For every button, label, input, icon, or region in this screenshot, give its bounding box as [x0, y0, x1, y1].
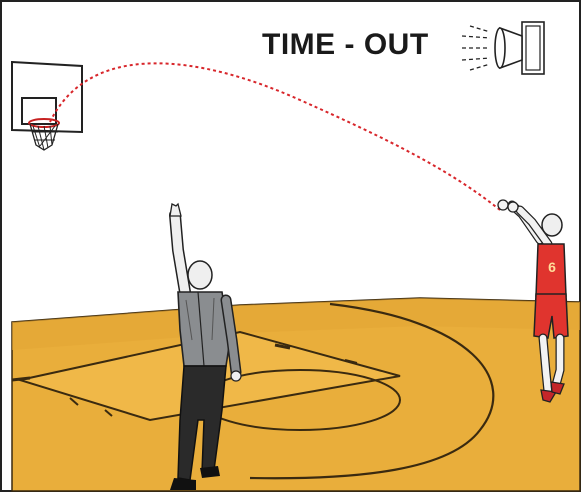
time-out-title: TIME - OUT [262, 28, 429, 62]
lane-mark [12, 378, 30, 380]
jersey-number-graphic: 6 [548, 259, 556, 275]
